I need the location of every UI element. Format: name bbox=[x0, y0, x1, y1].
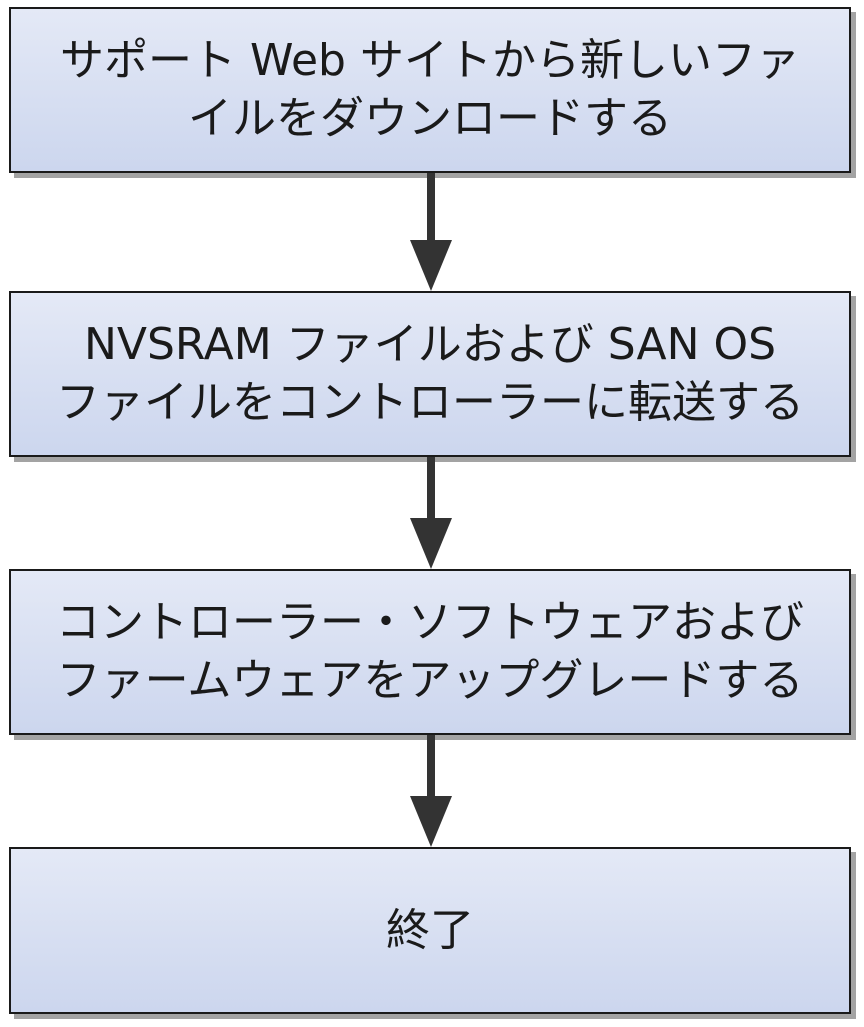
step-upgrade-software: コントローラー・ソフトウェアおよび ファームウェアをアップグレードする bbox=[9, 569, 851, 735]
step-text-line: ファームウェアをアップグレードする bbox=[56, 655, 804, 706]
step-end: 終了 bbox=[9, 847, 851, 1014]
arrow-2-to-3 bbox=[410, 457, 452, 569]
step-text-line: サポート Web サイトから新しいファ bbox=[60, 35, 800, 86]
step-text-line: コントローラー・ソフトウェアおよび bbox=[56, 597, 804, 648]
step-transfer-files: NVSRAM ファイルおよび SAN OS ファイルをコントローラーに転送する bbox=[9, 291, 851, 457]
arrow-3-to-4 bbox=[410, 735, 452, 847]
arrow-1-to-2 bbox=[410, 173, 452, 291]
step-download-files: サポート Web サイトから新しいファ イルをダウンロードする bbox=[9, 7, 851, 173]
step-text-line: イルをダウンロードする bbox=[188, 93, 672, 144]
step-text-line: 終了 bbox=[386, 904, 474, 956]
step-text-line: ファイルをコントローラーに転送する bbox=[56, 377, 804, 428]
step-text-line: NVSRAM ファイルおよび SAN OS bbox=[83, 319, 777, 370]
